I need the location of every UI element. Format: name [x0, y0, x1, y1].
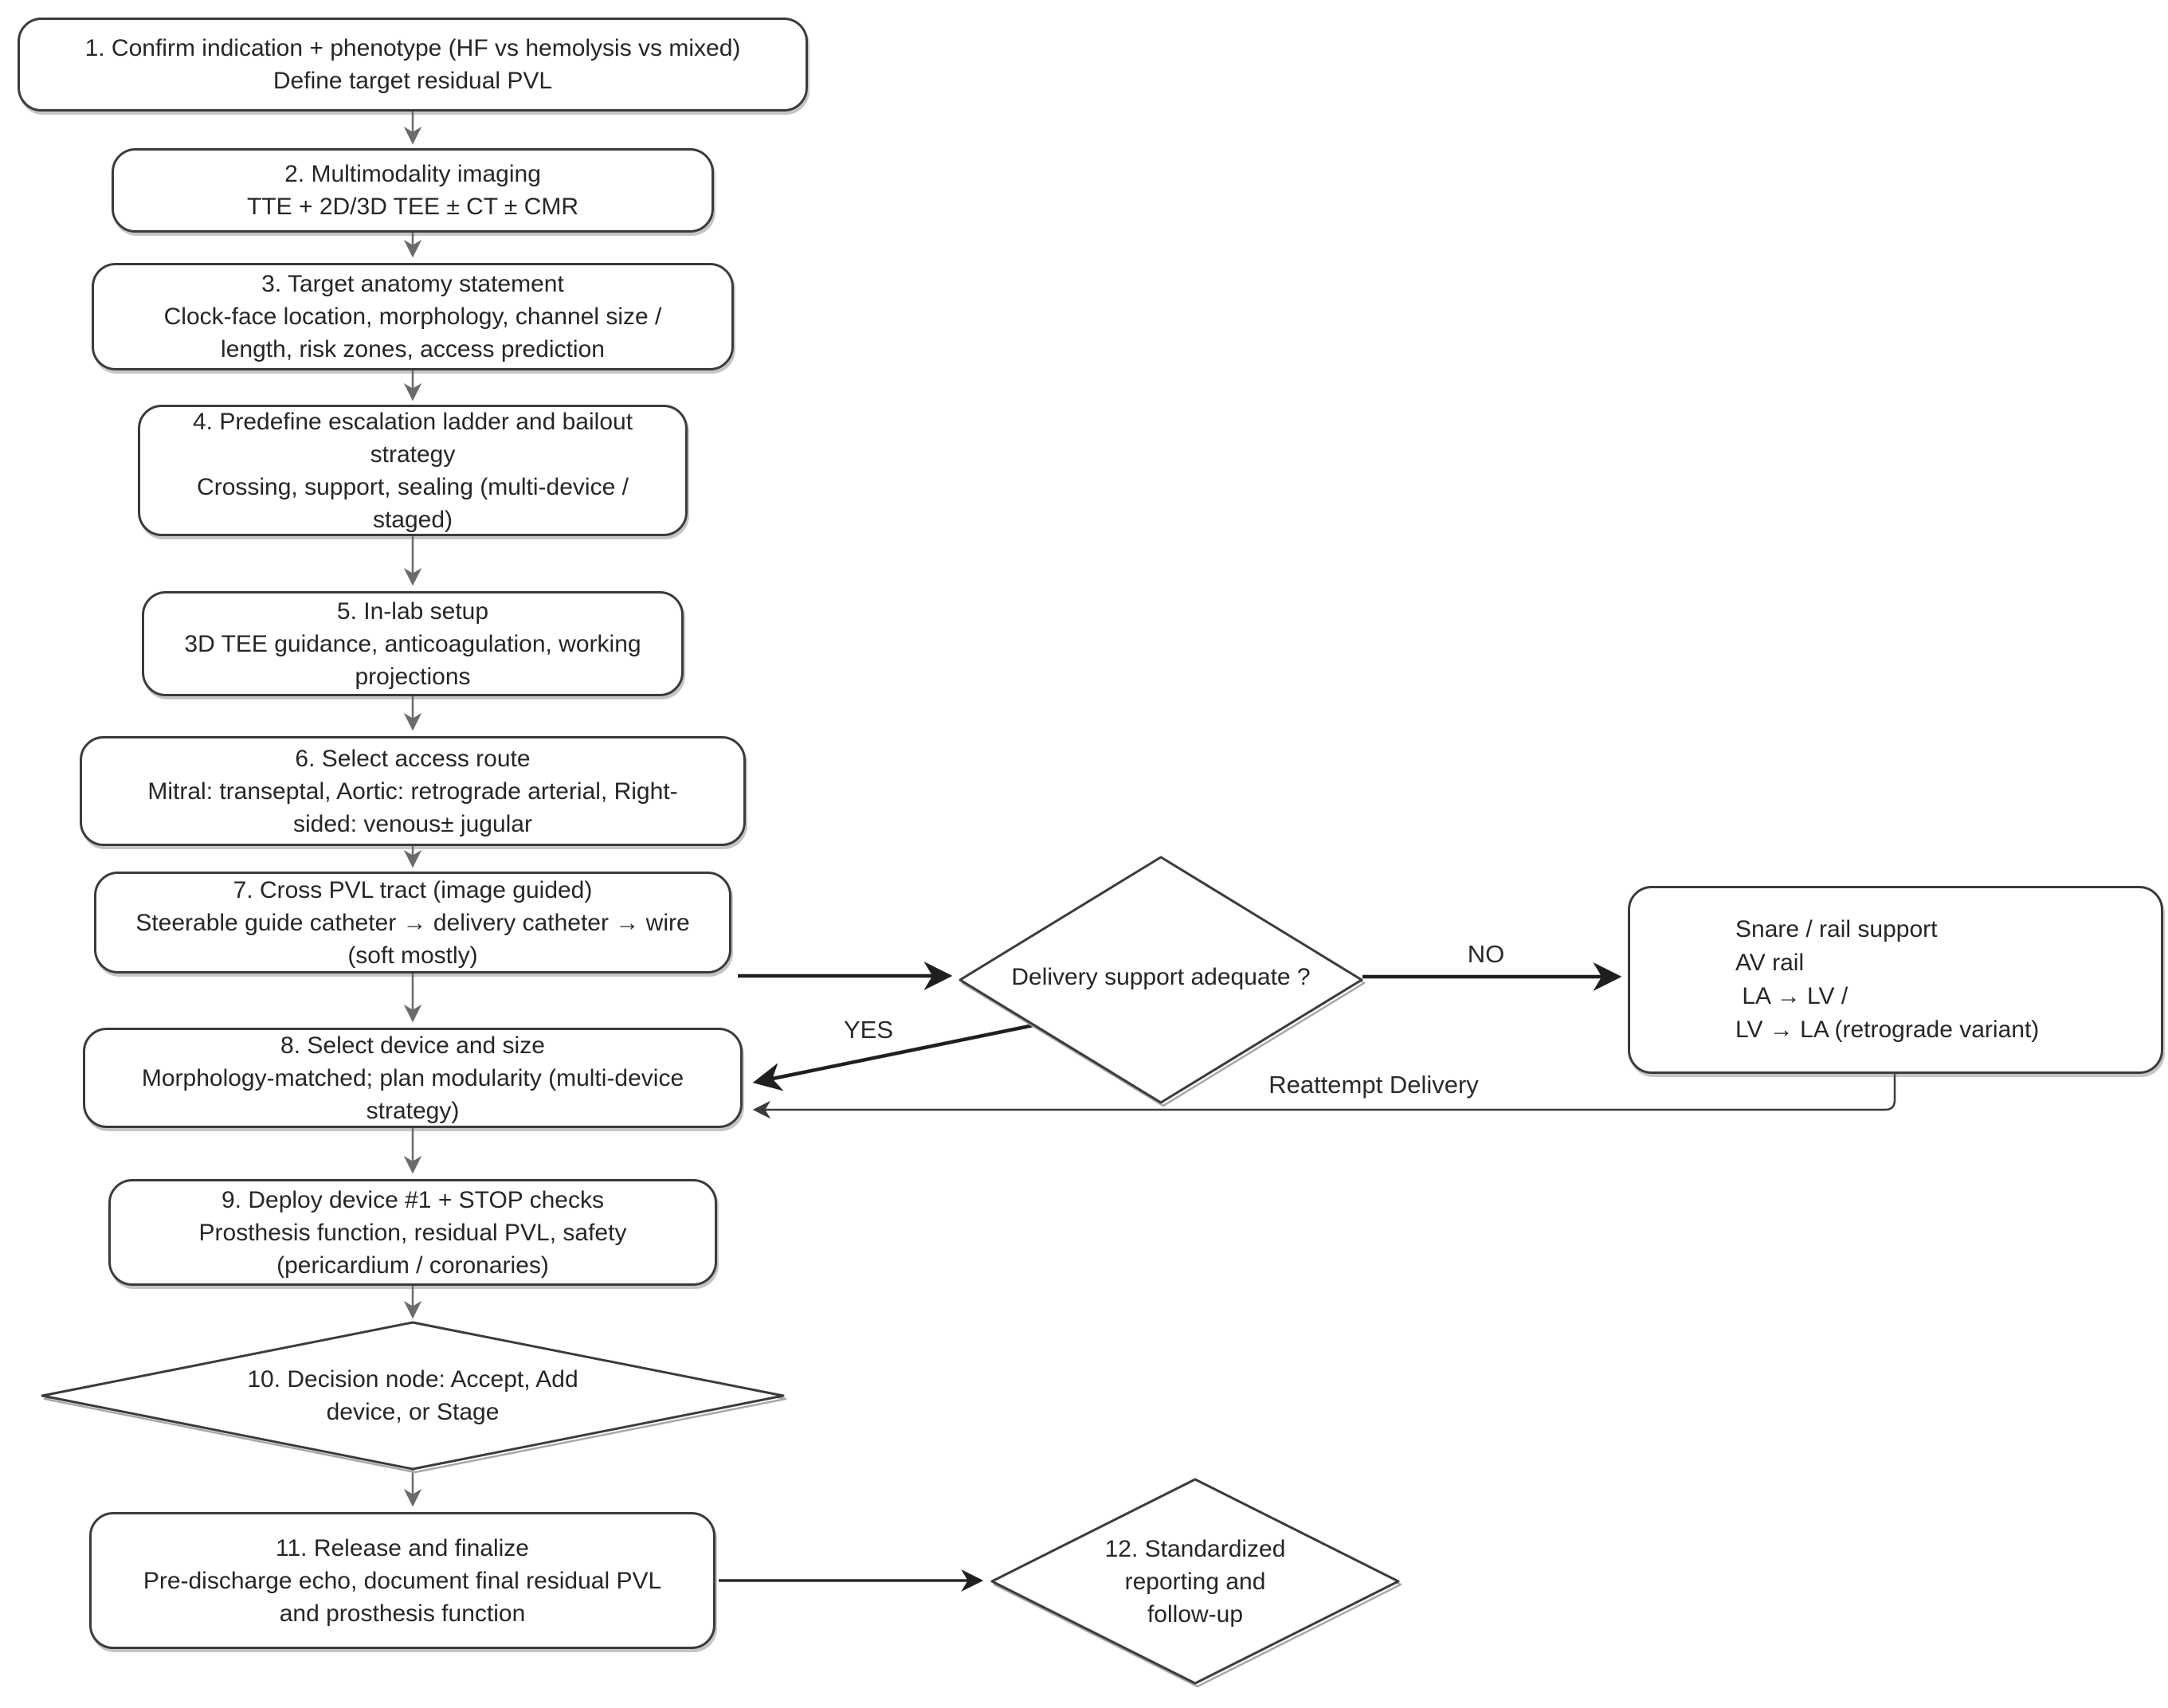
- snare-rail-support-text: Snare / rail support AV rail LA → LV / L…: [1735, 916, 2040, 1043]
- step-10-text: 10. Decision node: Accept, Add device, o…: [247, 1366, 578, 1425]
- step-4-node: 4. Predefine escalation ladder and bailo…: [138, 405, 688, 536]
- step-6-text: 6. Select access route Mitral: transepta…: [147, 745, 678, 837]
- decision-delivery-support-text: Delivery support adequate ?: [1011, 963, 1311, 990]
- step-10-label-box: 10. Decision node: Accept, Add device, o…: [186, 1362, 640, 1429]
- step-3-text: 3. Target anatomy statement Clock-face l…: [163, 271, 662, 362]
- step-5-node: 5. In-lab setup 3D TEE guidance, anticoa…: [142, 591, 684, 696]
- step-5-text: 5. In-lab setup 3D TEE guidance, anticoa…: [184, 597, 641, 690]
- decision-delivery-support-label-box: Delivery support adequate ?: [979, 951, 1343, 1002]
- snare-rail-support-node: Snare / rail support AV rail LA → LV / L…: [1628, 886, 2163, 1074]
- step-1-text: 1. Confirm indication + phenotype (HF vs…: [84, 35, 741, 94]
- step-12-text: 12. Standardized reporting and follow-up: [1104, 1535, 1286, 1628]
- step-8-node: 8. Select device and size Morphology-mat…: [83, 1028, 743, 1128]
- step10-diamond-shape: [41, 1321, 785, 1471]
- step12-diamond-shape: [990, 1478, 1400, 1685]
- edge-label-no: NO: [1467, 940, 1505, 968]
- step-2-text: 2. Multimodality imaging TTE + 2D/3D TEE…: [246, 161, 579, 220]
- step-7-text: 7. Cross PVL tract (image guided) Steera…: [135, 876, 690, 969]
- step-1-node: 1. Confirm indication + phenotype (HF vs…: [18, 18, 808, 112]
- step-2-node: 2. Multimodality imaging TTE + 2D/3D TEE…: [112, 148, 714, 233]
- step-9-node: 9. Deploy device #1 + STOP checks Prosth…: [108, 1179, 717, 1286]
- step-11-node: 11. Release and finalize Pre-discharge e…: [89, 1512, 715, 1649]
- step-4-text: 4. Predefine escalation ladder and bailo…: [192, 408, 633, 533]
- step-7-node: 7. Cross PVL tract (image guided) Steera…: [94, 872, 731, 973]
- step-6-node: 6. Select access route Mitral: transepta…: [80, 736, 746, 846]
- step-9-text: 9. Deploy device #1 + STOP checks Prosth…: [198, 1186, 627, 1279]
- edge-label-yes: YES: [843, 1016, 894, 1044]
- arrow-decision-step8-yes: [752, 1022, 1038, 1091]
- step-3-node: 3. Target anatomy statement Clock-face l…: [92, 263, 734, 370]
- decision-diamond-shape: [959, 856, 1363, 1104]
- step-12-label-box: 12. Standardized reporting and follow-up: [1076, 1532, 1315, 1631]
- arrow-snare-step8-reattempt: [752, 1073, 1896, 1119]
- edge-label-reattempt-delivery: Reattempt Delivery: [1268, 1071, 1479, 1099]
- step-8-text: 8. Select device and size Morphology-mat…: [141, 1032, 684, 1124]
- step-11-text: 11. Release and finalize Pre-discharge e…: [143, 1534, 662, 1627]
